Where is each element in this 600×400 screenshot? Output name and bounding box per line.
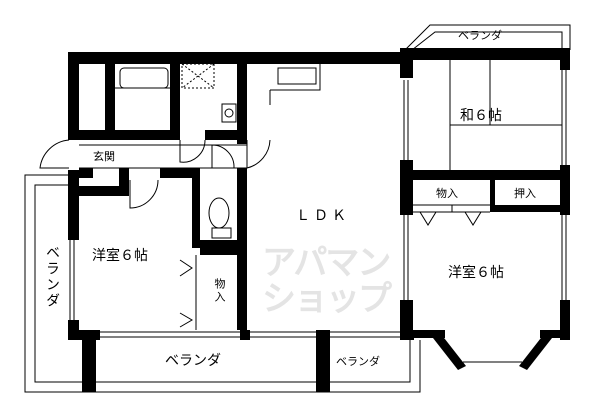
- watermark-logo: アパマンショップ: [262, 243, 392, 319]
- walls: [68, 48, 570, 392]
- storage-right-label: 物入: [436, 187, 458, 200]
- balcony-bottom-small-label: ベランダ: [336, 355, 380, 368]
- entrance-label: 玄関: [93, 150, 115, 163]
- closet-right-label: 押入: [514, 187, 536, 200]
- storage-left-label: 物入: [213, 278, 226, 304]
- western-room-left-label: 洋室６帖: [92, 248, 148, 264]
- balcony-left-label: ベランダ: [44, 245, 60, 309]
- balcony-top-right: [404, 24, 571, 51]
- ldk-label: ＬＤＫ: [296, 208, 350, 224]
- balcony-bottom-label: ベランダ: [165, 353, 221, 369]
- western-room-right-label: 洋室６帖: [448, 265, 504, 281]
- japanese-room-label: 和６帖: [460, 108, 502, 124]
- balcony-left: [24, 174, 421, 393]
- balcony-top-right-label: ベランダ: [458, 29, 502, 42]
